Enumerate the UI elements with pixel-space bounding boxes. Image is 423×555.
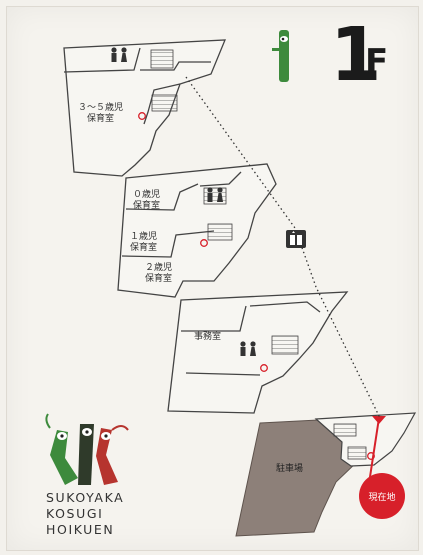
room-label-office: 事務室 xyxy=(194,332,222,342)
mascot-icon xyxy=(272,30,289,82)
restroom-icon xyxy=(240,341,256,356)
room-label-2: ２歳児 保育室 xyxy=(145,263,173,285)
building-block-top xyxy=(63,39,226,177)
brand-line-1: SUKOYAKA xyxy=(46,490,125,505)
current-location-badge: 現在地 xyxy=(359,473,405,519)
brand-line-3: HOIKUEN xyxy=(46,522,115,537)
room-label-0: ０歳児 保育室 xyxy=(133,190,161,212)
restroom-icon xyxy=(111,47,127,62)
fire-extinguisher-icon xyxy=(138,112,375,460)
floor-number: 1 xyxy=(330,12,381,98)
building-block-lower xyxy=(167,291,349,414)
mascot-icon xyxy=(45,413,129,485)
stairs xyxy=(347,446,367,460)
brand-name: SUKOYAKA KOSUGI HOIKUEN xyxy=(46,490,124,538)
room-label-1: １歳児 保育室 xyxy=(130,232,158,254)
parking-label: 駐車場 xyxy=(276,464,304,474)
room-label-3to5: ３～５歳児 保育室 xyxy=(78,103,124,125)
stairs xyxy=(333,423,357,437)
stairs xyxy=(271,335,299,355)
elevator-icon xyxy=(286,230,306,248)
stairs xyxy=(207,223,233,241)
floor-suffix: F xyxy=(365,42,389,82)
stairs xyxy=(151,94,178,112)
brand-line-2: KOSUGI xyxy=(46,506,104,521)
restroom-icon xyxy=(207,187,223,202)
building-block-ground xyxy=(235,412,417,537)
stairs xyxy=(150,49,174,69)
building-block-middle xyxy=(117,163,277,298)
